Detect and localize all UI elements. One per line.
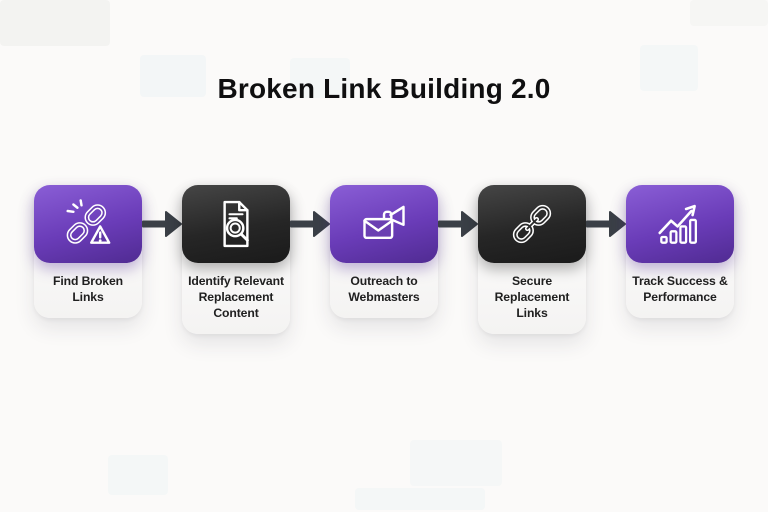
- flow-step: Outreach to Webmasters: [330, 185, 438, 319]
- broken-chain-alert-icon: [66, 199, 111, 244]
- flow-arrow: [586, 210, 626, 238]
- step-label: Identify Relevant Replacement Content: [188, 274, 284, 321]
- arrow-right-icon: [438, 211, 478, 237]
- step-icon-box: [626, 185, 734, 263]
- step-label: Secure Replacement Links: [494, 274, 570, 321]
- background-texture: [355, 488, 485, 510]
- arrow-right-icon: [290, 211, 330, 237]
- flow-step: Track Success & Performance: [626, 185, 734, 319]
- flow-arrow: [142, 210, 182, 238]
- growth-chart-icon: [658, 204, 697, 244]
- step-icon-box: [182, 185, 290, 263]
- page-title: Broken Link Building 2.0: [217, 72, 551, 104]
- step-icon-box: [478, 185, 586, 263]
- background-texture: [0, 0, 110, 46]
- arrow-right-icon: [586, 211, 626, 237]
- flow-step: Identify Relevant Replacement Content: [182, 185, 290, 335]
- flow-step: Secure Replacement Links: [478, 185, 586, 335]
- arrow-right-icon: [142, 211, 182, 237]
- megaphone-envelope-icon: [363, 205, 405, 240]
- document-search-icon: [223, 200, 249, 248]
- background-texture: [410, 440, 502, 486]
- step-label: Find Broken Links: [53, 274, 123, 305]
- chain-link-icon: [512, 204, 552, 244]
- flow-arrow: [438, 210, 478, 238]
- flow-row: Find Broken Links Identify Relevant Repl…: [34, 185, 734, 335]
- flow-arrow: [290, 210, 330, 238]
- step-label: Outreach to Webmasters: [348, 274, 420, 305]
- background-texture: [690, 0, 768, 26]
- step-icon-box: [330, 185, 438, 263]
- step-label: Track Success & Performance: [632, 274, 728, 305]
- step-icon-box: [34, 185, 142, 263]
- flow-step: Find Broken Links: [34, 185, 142, 319]
- background-texture: [108, 455, 168, 495]
